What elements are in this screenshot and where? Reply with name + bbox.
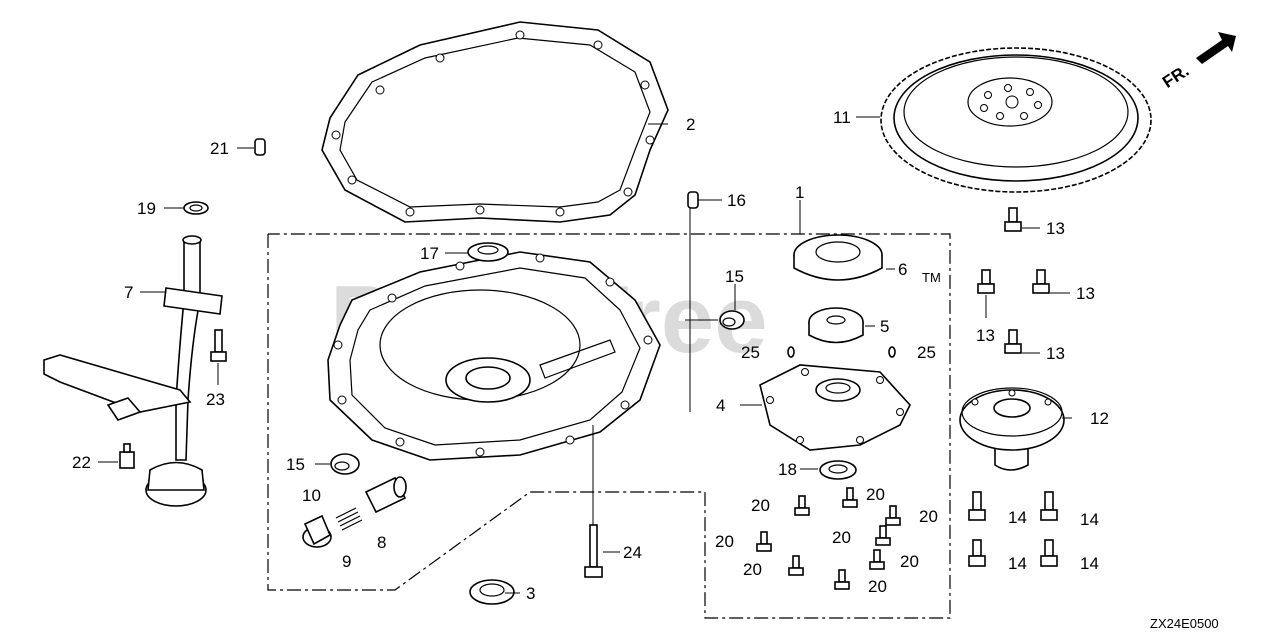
washer-part-19[interactable]	[183, 201, 209, 215]
case-part-1[interactable]	[327, 251, 661, 461]
front-direction-arrow-icon: FR.	[1159, 32, 1236, 92]
front-direction-label: FR.	[1159, 61, 1192, 92]
bolt-part-13-b[interactable]	[977, 269, 995, 294]
callout-19[interactable]: 19	[137, 199, 156, 218]
screw-part-20-b[interactable]	[842, 487, 858, 508]
callout-21[interactable]: 21	[210, 139, 229, 158]
callout-20-a[interactable]: 20	[751, 496, 770, 515]
flywheel-part-11[interactable]	[880, 47, 1152, 193]
dowel-pin-part-16[interactable]	[687, 191, 699, 209]
callout-24[interactable]: 24	[623, 543, 642, 562]
screw-part-20-g[interactable]	[788, 555, 804, 576]
oil-seal-part-18[interactable]	[819, 460, 857, 480]
screw-part-20-a[interactable]	[794, 495, 810, 516]
outer-rotor-part-6[interactable]	[793, 234, 883, 281]
screw-part-20-e[interactable]	[875, 525, 891, 546]
oil-tube-part-7[interactable]	[43, 235, 223, 507]
callout-3[interactable]: 3	[526, 584, 535, 603]
dowel-pin-part-21[interactable]	[254, 138, 266, 156]
plug-part-15-a[interactable]	[719, 310, 745, 330]
bolt-part-13-a[interactable]	[1004, 207, 1022, 232]
assembly-frame	[267, 233, 951, 619]
callout-14-d[interactable]: 14	[1080, 554, 1099, 573]
gasket-part-2[interactable]	[321, 21, 669, 223]
bolt-part-13-c[interactable]	[1032, 269, 1050, 294]
callout-13-c[interactable]: 13	[976, 326, 995, 345]
callout-18[interactable]: 18	[778, 460, 797, 479]
callout-4[interactable]: 4	[716, 396, 725, 415]
callout-20-g[interactable]: 20	[743, 560, 762, 579]
callout-20-f[interactable]: 20	[900, 552, 919, 571]
callout-12[interactable]: 12	[1090, 409, 1109, 428]
callout-1[interactable]: 1	[795, 183, 804, 202]
callout-25-a[interactable]: 25	[741, 343, 760, 362]
dowel-pin-part-25-b[interactable]	[888, 346, 896, 358]
bolt-part-23[interactable]	[210, 329, 227, 362]
bolt-part-14-d[interactable]	[1040, 539, 1058, 567]
trademark-text: TM	[922, 270, 941, 285]
pump-cover-part-4[interactable]	[759, 364, 911, 451]
callout-labels: 1 2 3 4 5 6 7 8 9 10 11 12 13 13 13 13 1…	[72, 108, 1109, 603]
callout-23[interactable]: 23	[206, 390, 225, 409]
bolt-part-14-a[interactable]	[968, 491, 986, 521]
screw-part-20-d[interactable]	[756, 531, 772, 552]
bolt-part-22[interactable]	[119, 443, 135, 469]
callout-14-b[interactable]: 14	[1080, 510, 1099, 529]
callout-20-e[interactable]: 20	[832, 528, 851, 547]
callout-10[interactable]: 10	[302, 486, 321, 505]
callout-2[interactable]: 2	[686, 115, 695, 134]
callout-9[interactable]: 9	[342, 552, 351, 571]
screw-part-20-f[interactable]	[869, 549, 885, 570]
callout-17[interactable]: 17	[420, 244, 439, 263]
callout-6[interactable]: 6	[898, 260, 907, 279]
callout-25-b[interactable]: 25	[917, 343, 936, 362]
callout-14-a[interactable]: 14	[1008, 508, 1027, 527]
bolt-part-14-c[interactable]	[968, 539, 986, 567]
diagram-code: ZX24E0500	[1150, 616, 1219, 631]
callout-14-c[interactable]: 14	[1008, 554, 1027, 573]
screw-part-20-c[interactable]	[885, 505, 901, 526]
callout-13-b[interactable]: 13	[1076, 284, 1095, 303]
callout-20-d[interactable]: 20	[715, 532, 734, 551]
bolt-part-24[interactable]	[584, 524, 603, 578]
callout-20-b[interactable]: 20	[866, 485, 885, 504]
plug-part-15-b[interactable]	[330, 453, 360, 475]
callout-7[interactable]: 7	[124, 283, 133, 302]
callout-22[interactable]: 22	[72, 453, 91, 472]
callout-13-a[interactable]: 13	[1046, 219, 1065, 238]
callout-13-d[interactable]: 13	[1046, 344, 1065, 363]
spring-part-9[interactable]	[335, 507, 363, 531]
oil-seal-part-3[interactable]	[469, 579, 515, 605]
callout-8[interactable]: 8	[377, 533, 386, 552]
inner-rotor-part-5[interactable]	[808, 307, 864, 344]
bolt-part-13-d[interactable]	[1004, 329, 1022, 354]
dowel-pin-part-25-a[interactable]	[787, 346, 795, 358]
callout-5[interactable]: 5	[880, 317, 889, 336]
callout-20-c[interactable]: 20	[919, 507, 938, 526]
hub-part-12[interactable]	[959, 387, 1065, 471]
callout-16[interactable]: 16	[727, 191, 746, 210]
callout-11[interactable]: 11	[833, 108, 851, 127]
callout-15-b[interactable]: 15	[286, 455, 305, 474]
oil-seal-part-17[interactable]	[467, 242, 509, 262]
plug-part-10[interactable]	[302, 514, 332, 548]
bolt-part-14-b[interactable]	[1040, 491, 1058, 521]
valve-part-8[interactable]	[364, 476, 407, 514]
callout-15-a[interactable]: 15	[725, 267, 744, 286]
leader-lines	[98, 116, 1072, 594]
screw-part-20-h[interactable]	[834, 569, 850, 590]
callout-20-h[interactable]: 20	[868, 577, 887, 596]
